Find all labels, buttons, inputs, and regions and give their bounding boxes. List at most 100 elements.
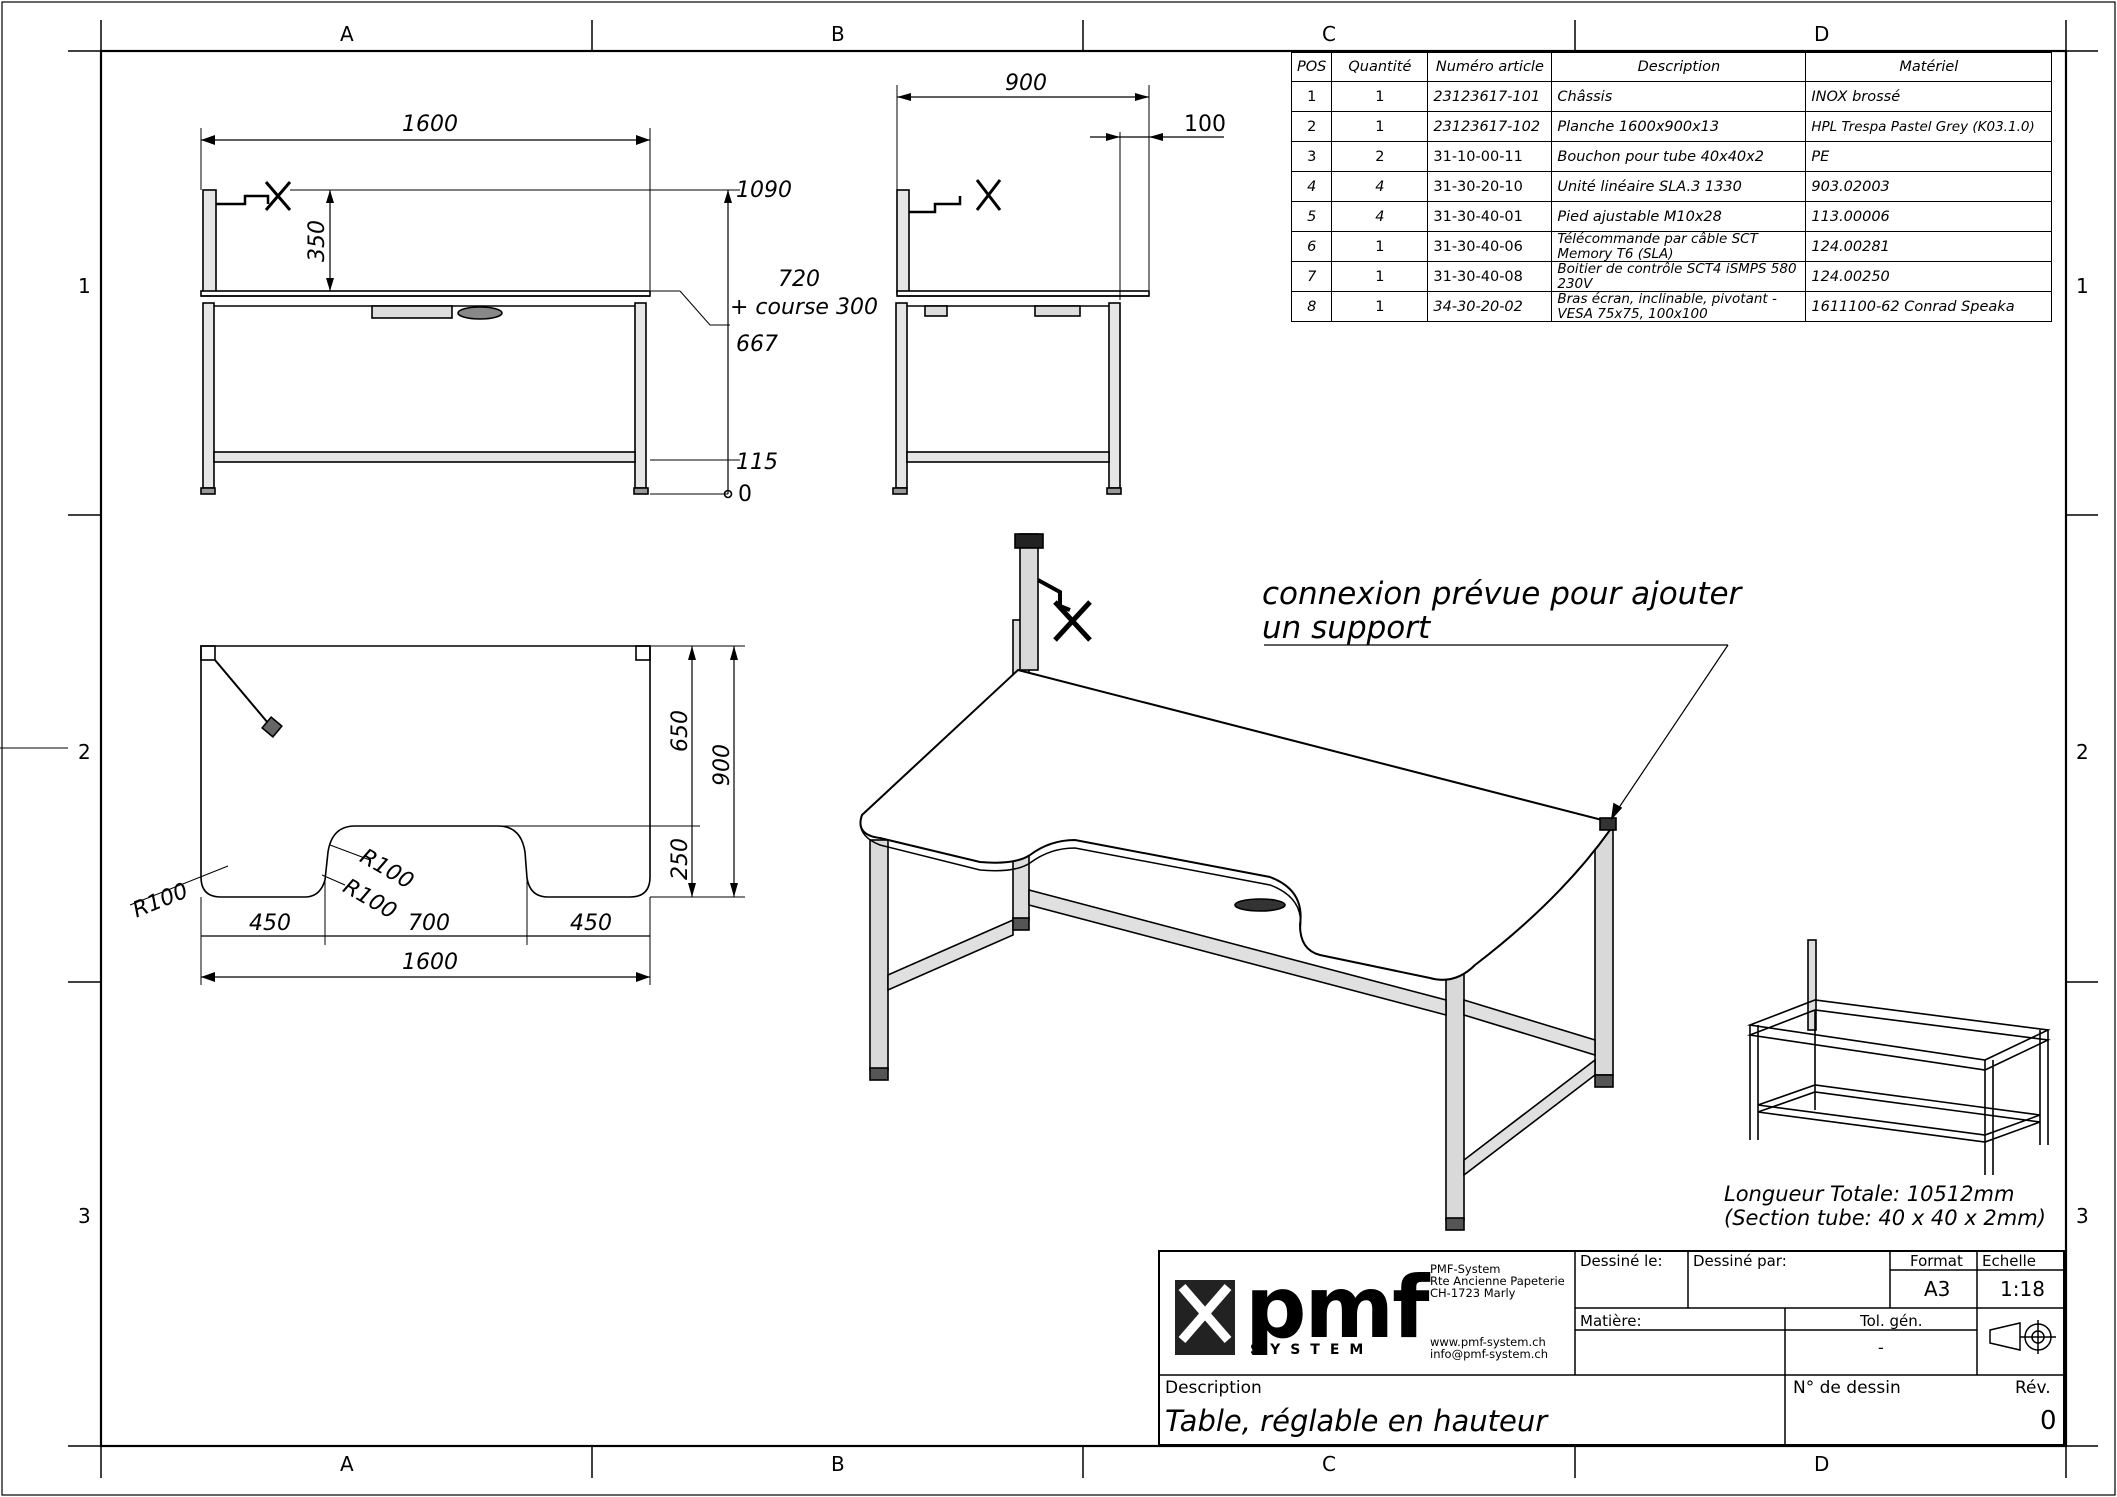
dim-side-offset: 100 xyxy=(1184,112,1226,137)
monitor-mount-icon xyxy=(264,181,292,211)
bom-cell-quantity: 1 xyxy=(1331,231,1429,262)
company-street: Rte Ancienne Papeterie xyxy=(1430,1274,1565,1288)
frame-note-section: (Section tube: 40 x 40 x 2mm) xyxy=(1724,1206,2046,1230)
dim-front-h-min: 667 xyxy=(736,332,778,357)
bom-header-quantity: Quantité xyxy=(1331,52,1429,82)
bom-cell-quantity: 4 xyxy=(1331,171,1429,202)
bom-cell-quantity: 1 xyxy=(1331,81,1429,112)
bom-cell-article: 23123617-101 xyxy=(1427,81,1553,112)
bom-cell-material: INOX brossé xyxy=(1805,81,2053,112)
zone-label-a-bottom: A xyxy=(340,1452,354,1476)
bom-cell-material: HPL Trespa Pastel Grey (K03.1.0) xyxy=(1805,111,2053,142)
bom-cell-article: 31-30-40-06 xyxy=(1427,231,1553,262)
bom-cell-article: 23123617-102 xyxy=(1427,111,1553,142)
bom-cell-article: 31-30-20-10 xyxy=(1427,171,1553,202)
front-view xyxy=(200,128,740,499)
bom-cell-pos: 3 xyxy=(1290,141,1333,172)
top-view xyxy=(129,645,745,985)
zone-label-2-left: 2 xyxy=(78,740,91,764)
dim-front-h-table: 720 xyxy=(778,267,820,292)
bom-cell-description: Bouchon pour tube 40x40x2 xyxy=(1551,141,1807,172)
logo-text: pmf xyxy=(1245,1258,1430,1358)
revision-value: 0 xyxy=(2040,1406,2057,1436)
bill-of-materials-table: POS Quantité Numéro article Description … xyxy=(1290,52,2053,322)
bom-header-article-number: Numéro article xyxy=(1427,52,1553,82)
dim-top-w-right: 450 xyxy=(570,911,612,936)
monitor-bracket-icon xyxy=(1053,600,1092,642)
dim-front-h-total: 1090 xyxy=(736,178,792,203)
dim-front-h-bar: 115 xyxy=(736,450,778,475)
company-email[interactable]: info@pmf-system.ch xyxy=(1430,1347,1548,1361)
bom-cell-article: 31-10-00-11 xyxy=(1427,141,1553,172)
drawn-by-label: Dessiné par: xyxy=(1693,1252,1787,1270)
dim-top-depth-total: 900 xyxy=(710,744,735,786)
side-view xyxy=(892,85,1224,495)
bom-cell-pos: 4 xyxy=(1290,171,1333,202)
zone-label-3-right: 3 xyxy=(2076,1204,2089,1228)
dim-front-width: 1600 xyxy=(402,112,458,137)
company-website[interactable]: www.pmf-system.ch xyxy=(1430,1335,1546,1349)
dim-top-w-total: 1600 xyxy=(402,950,458,975)
bom-cell-quantity: 1 xyxy=(1331,111,1429,142)
bom-cell-material: 903.02003 xyxy=(1805,171,2053,202)
title-block-grid xyxy=(1160,1250,2064,1446)
dim-top-depth-cut: 250 xyxy=(668,838,693,880)
bom-cell-article: 34-30-20-02 xyxy=(1427,291,1553,322)
bom-header-description: Description xyxy=(1551,52,1807,82)
bom-header-material: Matériel xyxy=(1805,52,2053,82)
description-value: Table, réglable en hauteur xyxy=(1165,1404,1548,1438)
bom-cell-description: Unité linéaire SLA.3 1330 xyxy=(1551,171,1807,202)
zone-label-d-top: D xyxy=(1814,22,1830,46)
bom-cell-pos: 1 xyxy=(1290,81,1333,112)
bom-cell-article: 31-30-40-01 xyxy=(1427,201,1553,232)
zone-label-d-bottom: D xyxy=(1814,1452,1830,1476)
format-value: A3 xyxy=(1924,1277,1951,1301)
monitor-mount-side-icon xyxy=(975,179,1002,211)
bom-cell-pos: 7 xyxy=(1290,261,1333,292)
bom-header-pos: POS xyxy=(1290,52,1333,82)
bom-cell-material: PE xyxy=(1805,141,2053,172)
bom-cell-material: 113.00006 xyxy=(1805,201,2053,232)
tolerance-label: Tol. gén. xyxy=(1860,1312,1923,1330)
bom-cell-pos: 2 xyxy=(1290,111,1333,142)
drawing-number-label: N° de dessin xyxy=(1793,1378,1901,1398)
dim-front-h-zero: 0 xyxy=(738,482,752,507)
scale-value: 1:18 xyxy=(2000,1277,2045,1301)
dim-side-depth: 900 xyxy=(1005,71,1047,96)
bom-cell-pos: 5 xyxy=(1290,201,1333,232)
annotation-line-2: un support xyxy=(1262,610,1431,646)
bom-cell-description: Bras écran, inclinable, pivotant - VESA … xyxy=(1551,291,1807,322)
zone-label-a-top: A xyxy=(340,22,354,46)
bom-cell-material: 124.00281 xyxy=(1805,231,2053,262)
logo-subtext: SYSTEM xyxy=(1250,1342,1374,1358)
zone-label-1-left: 1 xyxy=(78,274,91,298)
bom-cell-description: Châssis xyxy=(1551,81,1807,112)
bom-cell-description: Planche 1600x900x13 xyxy=(1551,111,1807,142)
scale-label: Echelle xyxy=(1982,1252,2037,1270)
bom-cell-quantity: 4 xyxy=(1331,201,1429,232)
material-label: Matière: xyxy=(1580,1312,1642,1330)
format-label: Format xyxy=(1910,1252,1963,1270)
bom-cell-quantity: 1 xyxy=(1331,291,1429,322)
frame-thumbnail xyxy=(1746,939,2051,1175)
dim-top-w-mid: 700 xyxy=(408,911,450,936)
zone-label-2-right: 2 xyxy=(2076,740,2089,764)
dim-front-stroke: + course 300 xyxy=(730,295,878,320)
drawn-on-label: Dessiné le: xyxy=(1580,1252,1663,1270)
zone-label-b-bottom: B xyxy=(831,1452,845,1476)
bom-cell-material: 1611100-62 Conrad Speaka xyxy=(1805,291,2053,322)
zone-label-b-top: B xyxy=(831,22,845,46)
zone-label-c-bottom: C xyxy=(1322,1452,1336,1476)
frame-note-length: Longueur Totale: 10512mm xyxy=(1724,1182,2015,1206)
bom-cell-quantity: 2 xyxy=(1331,141,1429,172)
bom-cell-quantity: 1 xyxy=(1331,261,1429,292)
